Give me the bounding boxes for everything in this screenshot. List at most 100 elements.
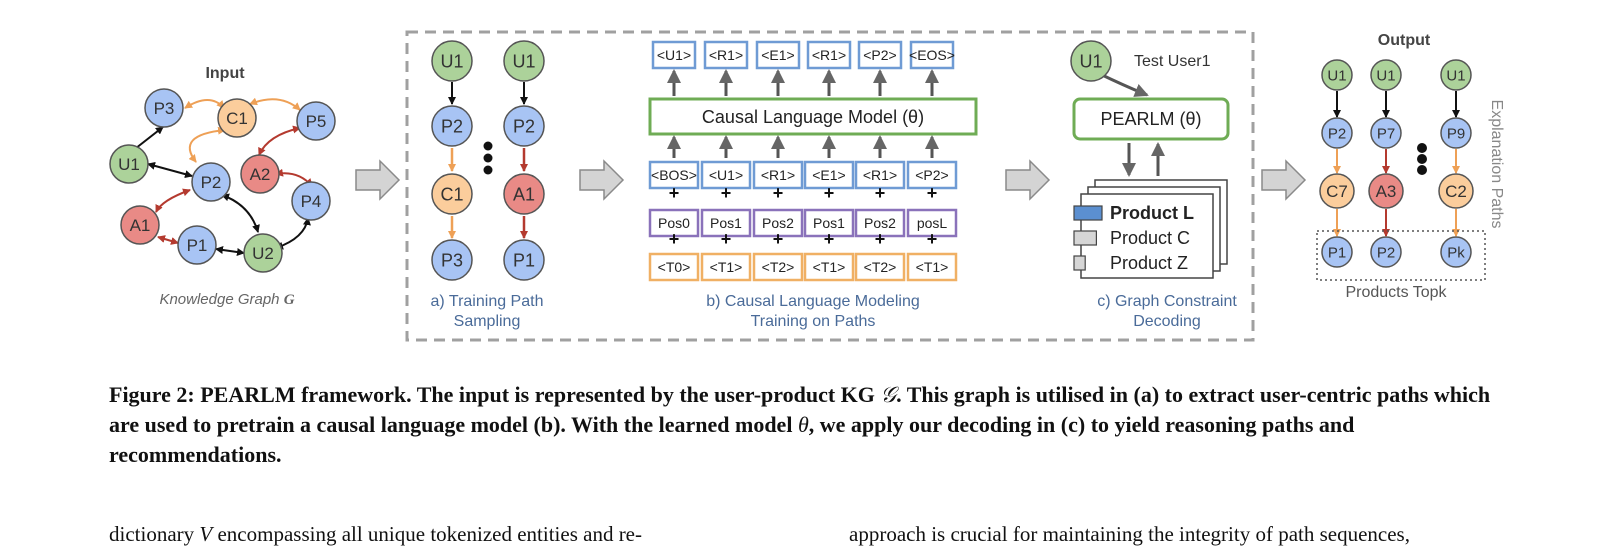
token-type-3: <T1> (803, 252, 855, 282)
node-label: U1 (1079, 51, 1102, 71)
token-output-5: <EOS> (909, 40, 955, 70)
node-u1: U1 (1321, 59, 1353, 91)
token-type-4: <T2> (854, 252, 906, 282)
node-label: P2 (201, 173, 222, 192)
token-output-2: <E1> (755, 40, 801, 70)
token-text: <T1> (710, 259, 743, 275)
token-position-2: Pos2 (752, 208, 804, 238)
token-text: posL (917, 215, 948, 231)
node-label: A3 (1376, 182, 1397, 201)
node-label: P3 (154, 99, 175, 118)
node-label: U1 (1327, 67, 1346, 84)
node-label: P2 (513, 116, 535, 136)
ranked-product-2: Product Z (1073, 253, 1188, 273)
node-p1: P1 (1321, 236, 1353, 268)
token-text: Pos0 (658, 215, 690, 231)
plus-sign: + (773, 229, 784, 249)
node-label: Pk (1447, 244, 1465, 261)
node-u1: U1 (431, 40, 473, 82)
node-label: U1 (118, 155, 140, 174)
ranked-product-1: Product C (1073, 228, 1190, 248)
token-text: <P2> (915, 167, 948, 183)
node-label: P2 (1377, 244, 1395, 261)
plus-sign: + (875, 183, 886, 203)
section-b-label-2: Training on Paths (751, 313, 876, 330)
section-a-label-1: a) Training Path (431, 293, 544, 310)
token-text: <T2> (864, 259, 897, 275)
node-c2: C2 (1438, 173, 1474, 209)
node-label: A2 (250, 165, 271, 184)
section-c-user: U1 (1070, 40, 1112, 82)
node-a2: A2 (240, 154, 280, 194)
node-p1: P1 (177, 225, 217, 265)
node-c1: C1 (431, 173, 473, 215)
token-text: <T2> (762, 259, 795, 275)
token-text: <BOS> (651, 167, 697, 183)
node-label: C2 (1445, 182, 1467, 201)
token-position-4: Pos2 (854, 208, 906, 238)
body-left-post: encompassing all unique tokenized entiti… (212, 522, 643, 546)
ranked-product-name: Product C (1110, 228, 1190, 248)
node-label: P2 (441, 116, 463, 136)
products-topk-box (1316, 230, 1486, 281)
plus-sign: + (927, 183, 938, 203)
node-label: P3 (441, 250, 463, 270)
node-p2: P2 (431, 105, 473, 147)
caption-tail: , we apply our decoding in (c) to yield … (109, 412, 1355, 467)
products-topk-label: Products Topk (1345, 284, 1447, 301)
token-text: <T1> (916, 259, 949, 275)
node-c1: C1 (217, 98, 257, 138)
test-user-label: Test User1 (1134, 53, 1211, 70)
token-output-0: <U1> (651, 40, 697, 70)
node-label: P1 (1328, 244, 1346, 261)
plus-sign: + (927, 229, 938, 249)
node-label: P7 (1377, 125, 1395, 142)
token-input-0: <BOS> (648, 160, 700, 190)
caption-lead: Figure 2: PEARLM framework. The input is… (109, 382, 881, 407)
node-label: P1 (513, 250, 535, 270)
ranked-product-name: Product Z (1110, 253, 1188, 273)
output-ellipsis (1417, 143, 1427, 175)
token-text: <E1> (761, 47, 794, 63)
token-text: <T1> (813, 259, 846, 275)
causal-lm-box (648, 97, 978, 136)
node-p1: P1 (503, 239, 545, 281)
section-c-label-2: Decoding (1133, 313, 1201, 330)
explanation-paths-label: Explanation Paths (1488, 100, 1505, 229)
node-p3: P3 (144, 88, 184, 128)
token-input-3: <E1> (803, 160, 855, 190)
node-label: P1 (187, 236, 208, 255)
causal-lm-label: Causal Language Model (θ) (702, 107, 924, 127)
body-left-pre: dictionary (109, 522, 200, 546)
token-position-5: posL (906, 208, 958, 238)
token-text: <R1> (761, 167, 795, 183)
token-text: <U1> (709, 167, 743, 183)
node-p5: P5 (296, 101, 336, 141)
caption-symbol-theta: θ (797, 412, 809, 437)
ranked-products: Product L Product C Product Z (1073, 203, 1194, 273)
plus-sign: + (669, 183, 680, 203)
plus-sign: + (773, 183, 784, 203)
node-u1: U1 (1070, 40, 1112, 82)
plus-sign: + (824, 183, 835, 203)
kg-label: Knowledge Graph G (159, 291, 294, 308)
section-a-ellipsis (483, 141, 493, 175)
node-p2: P2 (1370, 236, 1402, 268)
token-position-3: Pos1 (803, 208, 855, 238)
plus-sign: + (721, 229, 732, 249)
token-output-3: <R1> (806, 40, 852, 70)
node-u1: U1 (1370, 59, 1402, 91)
node-a1: A1 (503, 173, 545, 215)
pearlm-label: PEARLM (θ) (1100, 109, 1201, 129)
token-text: Pos1 (710, 215, 742, 231)
token-text: Pos1 (813, 215, 845, 231)
caption-symbol-g: 𝒢 (880, 382, 897, 407)
ranked-product-0: Product L (1073, 203, 1194, 223)
node-label: U1 (1446, 67, 1465, 84)
node-label: U1 (512, 51, 535, 71)
node-label: A1 (130, 216, 151, 235)
token-position-0: Pos0 (648, 208, 700, 238)
token-position-1: Pos1 (700, 208, 752, 238)
pearlm-box (1072, 97, 1230, 141)
